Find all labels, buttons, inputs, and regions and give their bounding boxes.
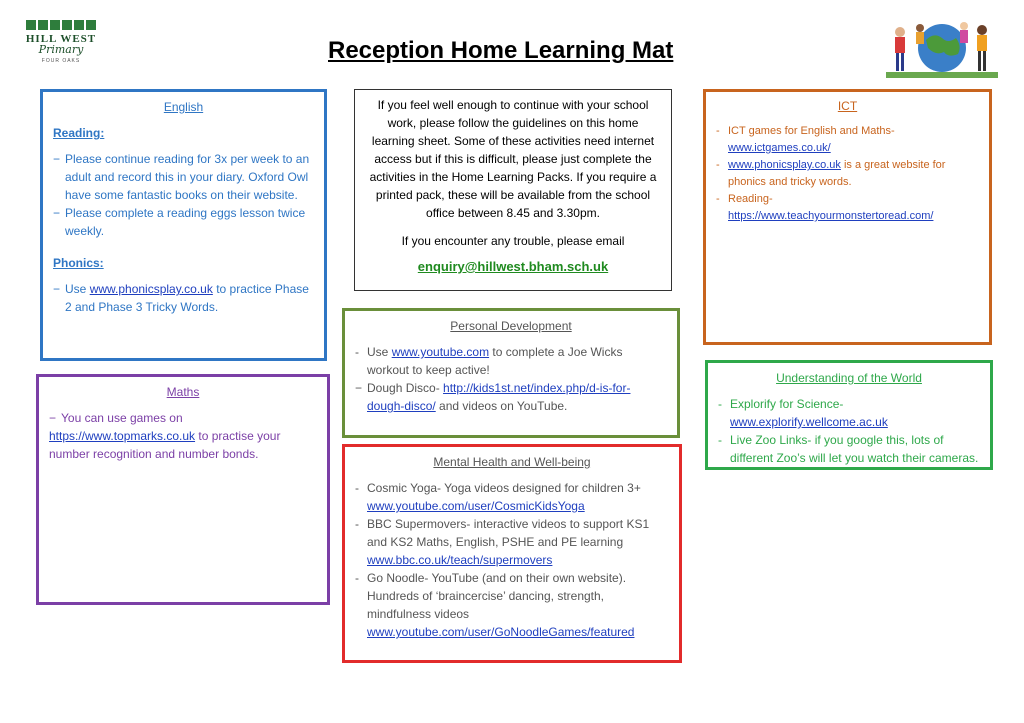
supermovers-link[interactable]: www.bbc.co.uk/teach/supermovers (367, 553, 553, 567)
school-logo: HILL WEST Primary FOUR OAKS (20, 20, 102, 78)
personal-item-1: - Use www.youtube.com to complete a Joe … (355, 345, 623, 377)
personal-item-2: − Dough Disco- http://kids1st.net/index.… (355, 381, 631, 413)
mental-item-2: - BBC Supermovers- interactive videos to… (355, 517, 650, 567)
logo-text-primary: Primary (38, 43, 84, 56)
logo-text-school: HILL WEST (25, 33, 97, 45)
understanding-world-panel: Understanding of the World - Explorify f… (705, 360, 993, 470)
phonicsplay-link[interactable]: www.phonicsplay.co.uk (89, 282, 213, 296)
teachyourmonster-link[interactable]: https://www.teachyourmonstertoread.com/ (728, 210, 934, 222)
maths-panel: Maths − You can use games on https://www… (36, 374, 330, 605)
mental-item-3: - Go Noodle- YouTube (and on their own w… (355, 571, 635, 639)
dough-disco-link[interactable]: http://kids1st.net/index.php/d-is-for-do… (367, 381, 631, 413)
mental-health-panel: Mental Health and Well-being - Cosmic Yo… (342, 444, 682, 663)
world-heading: Understanding of the World (776, 371, 922, 385)
cosmic-yoga-link[interactable]: www.youtube.com/user/CosmicKidsYoga (367, 499, 585, 513)
phonics-item: − Use www.phonicsplay.co.uk to practice … (53, 282, 309, 314)
phonics-heading: Phonics: (53, 256, 104, 270)
maths-heading: Maths (166, 385, 200, 399)
reading-item-2: − Please complete a reading eggs lesson … (53, 204, 314, 240)
personal-development-panel: Personal Development - Use www.youtube.c… (342, 308, 680, 438)
ict-phonicsplay-link[interactable]: www.phonicsplay.co.uk (728, 159, 841, 171)
ict-item-3: - Reading-https://www.teachyourmonsterto… (716, 193, 934, 222)
reading-item-1-text: Please continue reading for 3x per week … (65, 152, 310, 202)
topmarks-link[interactable]: https://www.topmarks.co.uk (49, 429, 196, 443)
mental-heading: Mental Health and Well-being (433, 455, 591, 469)
gonoodle-link[interactable]: www.youtube.com/user/GoNoodleGames/featu… (367, 625, 635, 639)
youtube-link[interactable]: www.youtube.com (391, 345, 490, 359)
ictgames-link[interactable]: www.ictgames.co.uk/ (728, 142, 831, 154)
world-item-2-text: Live Zoo Links- if you google this, lots… (730, 433, 979, 465)
page-title: Reception Home Learning Mat (328, 37, 674, 64)
guidelines-text: If you feel well enough to continue with… (369, 98, 657, 220)
logo-text-location: FOUR OAKS (41, 58, 81, 64)
ict-heading: ICT (837, 99, 858, 113)
reading-item-1: − Please continue reading for 3x per wee… (53, 150, 314, 204)
email-link[interactable]: enquiry@hillwest.bham.sch.uk (417, 259, 609, 274)
ict-panel: ICT - ICT games for English and Maths-ww… (703, 89, 992, 345)
reading-item-2-text: Please complete a reading eggs lesson tw… (65, 206, 306, 238)
english-panel: English Reading: − Please continue readi… (40, 89, 327, 361)
world-item-2: - Live Zoo Links- if you google this, lo… (718, 433, 979, 465)
ict-item-1: - ICT games for English and Maths-www.ic… (716, 125, 895, 154)
maths-item: − You can use games on (49, 411, 183, 425)
explorify-link[interactable]: www.explorify.wellcome.ac.uk (730, 415, 888, 429)
world-item-1: - Explorify for Science-www.explorify.we… (718, 397, 888, 429)
reading-heading: Reading: (53, 126, 105, 140)
ict-item-2: - www.phonicsplay.co.uk is a great websi… (716, 159, 946, 188)
personal-heading: Personal Development (450, 319, 572, 333)
mental-item-1: - Cosmic Yoga- Yoga videos designed for … (355, 481, 641, 513)
email-prompt: If you encounter any trouble, please ema… (401, 234, 625, 248)
children-globe-image (886, 22, 998, 78)
logo-emblem (20, 20, 102, 30)
english-heading: English (163, 100, 204, 114)
guidelines-panel: If you feel well enough to continue with… (354, 89, 672, 291)
